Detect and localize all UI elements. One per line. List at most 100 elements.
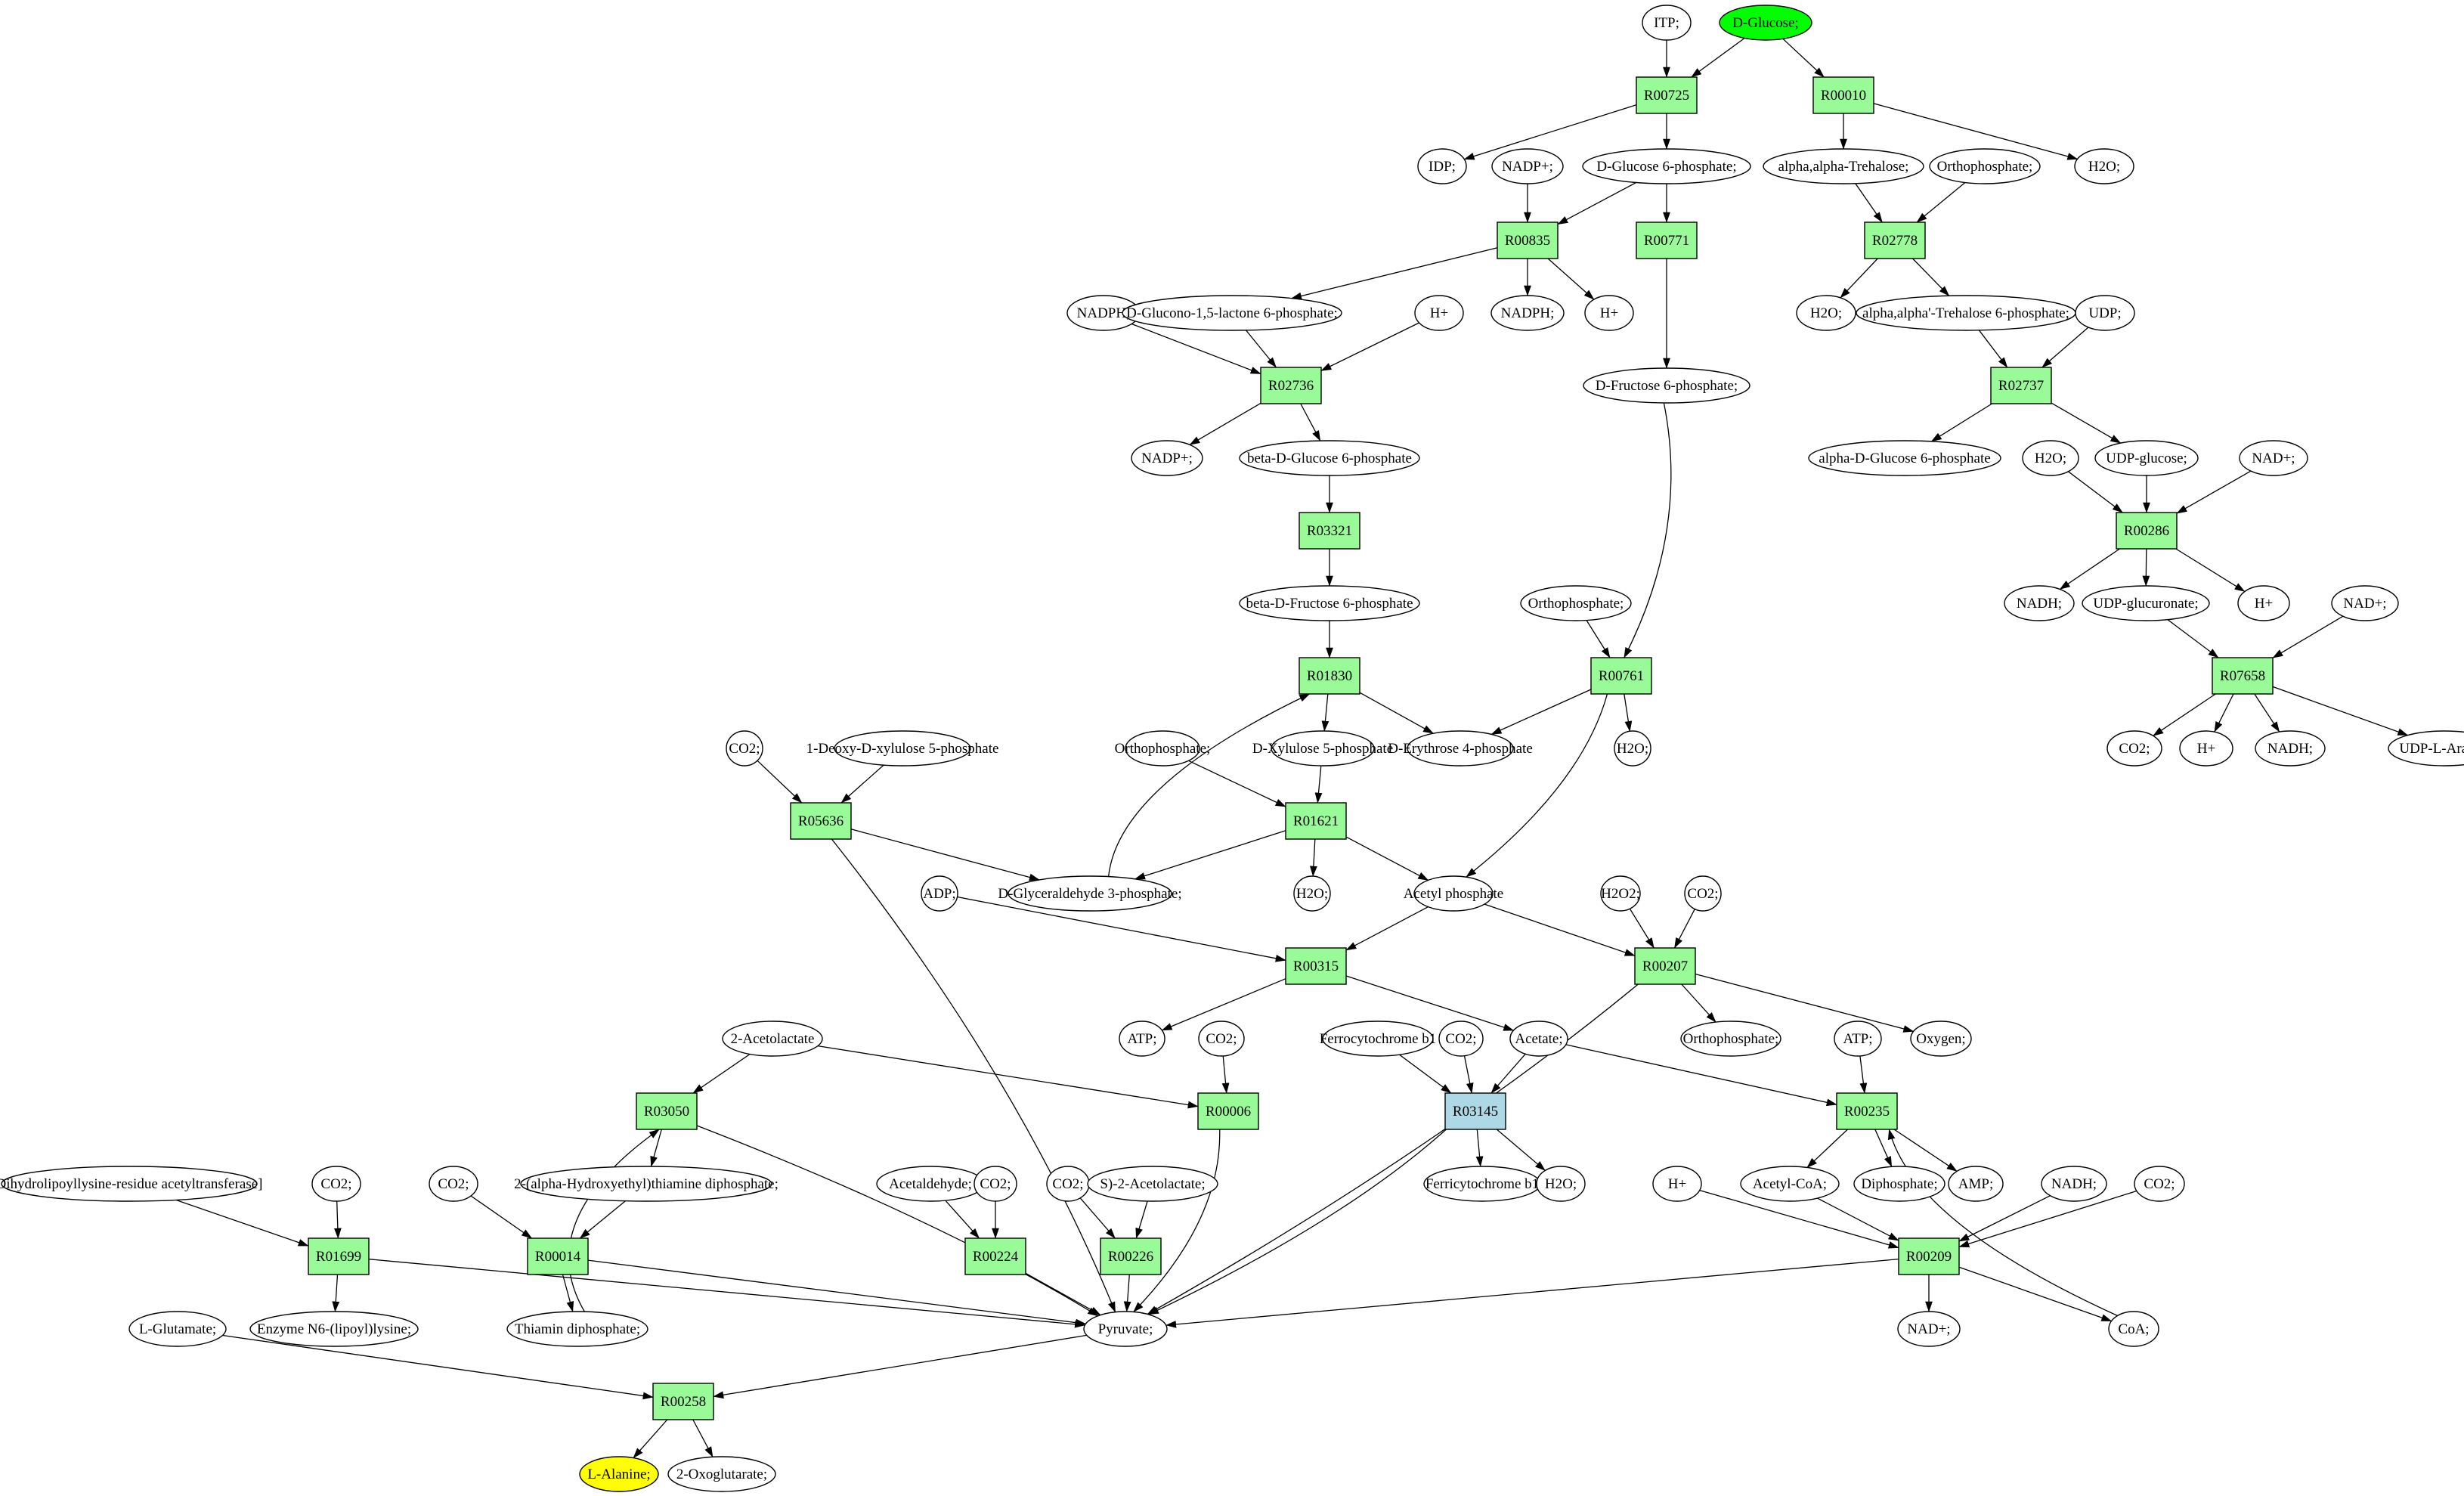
compound-node-c_co2_c[interactable]: CO2; (1684, 875, 1722, 912)
compound-node-c_ag6p[interactable]: alpha-D-Glucose 6-phosphate (1808, 440, 2001, 476)
compound-node-c_co2_a[interactable]: CO2; (726, 730, 763, 767)
reaction-node-R00235[interactable]: R00235 (1836, 1092, 1898, 1130)
compound-node-c_x5p[interactable]: D-Xylulose 5-phosphate (1252, 730, 1393, 767)
compound-node-c_nad2[interactable]: NAD+; (2331, 585, 2399, 621)
reaction-node-R03050[interactable]: R03050 (636, 1092, 698, 1130)
compound-node-c_itp[interactable]: ITP; (1642, 5, 1692, 41)
reaction-node-R01699[interactable]: R01699 (308, 1237, 370, 1275)
compound-node-c_sacetolactate[interactable]: S)-2-Acetolactate; (1087, 1166, 1218, 1202)
compound-node-c_pyruvate[interactable]: Pyruvate; (1083, 1311, 1168, 1347)
reaction-node-R02778[interactable]: R02778 (1864, 221, 1926, 259)
compound-node-c_h2o_5[interactable]: H2O; (1293, 875, 1331, 912)
compound-node-c_nadh3[interactable]: NADH; (2041, 1166, 2107, 1202)
compound-node-c_gap[interactable]: D-Glyceraldehyde 3-phosphate; (998, 875, 1182, 912)
compound-node-c_atp1[interactable]: ATP; (1119, 1021, 1165, 1057)
compound-node-c_coa[interactable]: CoA; (2108, 1311, 2159, 1347)
compound-node-c_co2_g[interactable]: CO2; (429, 1166, 478, 1202)
compound-node-c_nadph1[interactable]: NADPH; (1066, 295, 1141, 331)
compound-node-c_udpglcA[interactable]: UDP-glucuronate; (2082, 585, 2210, 621)
compound-node-c_udpglc[interactable]: UDP-glucose; (2094, 440, 2199, 476)
compound-node-c_bg6p[interactable]: beta-D-Glucose 6-phosphate (1239, 440, 1420, 476)
reaction-node-R00014[interactable]: R00014 (527, 1237, 589, 1275)
compound-node-c_pi3[interactable]: Orthophosphate; (1115, 730, 1211, 767)
reaction-node-R02736[interactable]: R02736 (1260, 367, 1322, 404)
reaction-node-R01621[interactable]: R01621 (1285, 802, 1347, 840)
compound-node-c_pi2[interactable]: Orthophosphate; (1520, 585, 1632, 621)
compound-node-c_co2_d[interactable]: CO2; (1198, 1021, 1245, 1057)
compound-node-c_pi1[interactable]: Orthophosphate; (1929, 148, 2041, 184)
compound-node-c_acetate[interactable]: Acetate; (1509, 1021, 1568, 1057)
compound-node-c_nad1[interactable]: NAD+; (2239, 440, 2308, 476)
compound-node-c_acp[interactable]: Acetyl phosphate (1404, 875, 1503, 912)
compound-node-c_co2_e[interactable]: CO2; (1438, 1021, 1484, 1057)
reaction-node-R00006[interactable]: R00006 (1197, 1092, 1259, 1130)
compound-node-c_glucose[interactable]: D-Glucose; (1719, 5, 1812, 41)
reaction-node-R00224[interactable]: R00224 (964, 1237, 1026, 1275)
compound-node-c_ppi[interactable]: Diphosphate; (1853, 1166, 1946, 1202)
compound-node-c_h2o_4[interactable]: H2O; (1614, 730, 1651, 767)
compound-node-c_h2[interactable]: H+ (1584, 295, 1634, 331)
reaction-node-R03321[interactable]: R03321 (1299, 512, 1360, 550)
compound-node-c_nadp2[interactable]: NADP+; (1131, 440, 1203, 476)
compound-node-c_nadp1[interactable]: NADP+; (1491, 148, 1564, 184)
reaction-node-R05636[interactable]: R05636 (790, 802, 852, 840)
compound-node-c_f6p[interactable]: D-Fructose 6-phosphate; (1583, 367, 1750, 404)
compound-node-c_idp[interactable]: IDP; (1417, 148, 1467, 184)
compound-node-c_h1[interactable]: H+ (1414, 295, 1464, 331)
compound-node-c_h2o_3[interactable]: H2O; (2022, 440, 2079, 476)
compound-node-c_bf6p[interactable]: beta-D-Fructose 6-phosphate (1239, 585, 1420, 621)
compound-node-c_tpp[interactable]: Thiamin diphosphate; (506, 1311, 649, 1347)
reaction-node-R00725[interactable]: R00725 (1636, 76, 1698, 114)
compound-node-c_co2_j[interactable]: CO2; (2134, 1166, 2185, 1202)
reaction-node-R03145[interactable]: R03145 (1444, 1092, 1506, 1130)
compound-node-c_ferricyt[interactable]: Ferricytochrome b1 (1423, 1166, 1541, 1202)
compound-node-c_accoa[interactable]: Acetyl-CoA; (1740, 1166, 1840, 1202)
compound-node-c_lipoyl[interactable]: Enzyme N6-(lipoyl)lysine; (249, 1311, 419, 1347)
compound-node-c_h2o_2[interactable]: H2O; (1796, 295, 1856, 331)
reaction-node-R00209[interactable]: R00209 (1898, 1237, 1960, 1275)
compound-node-c_nad3[interactable]: NAD+; (1897, 1311, 1961, 1347)
compound-node-c_h2o_top[interactable]: H2O; (2074, 148, 2134, 184)
compound-node-c_hetpp[interactable]: 2-(alpha-Hydroxyethyl)thiamine diphospha… (514, 1166, 779, 1202)
compound-node-c_nadh1[interactable]: NADH; (2004, 585, 2075, 621)
reaction-node-R07658[interactable]: R07658 (2212, 657, 2274, 695)
compound-node-c_nadph2[interactable]: NADPH; (1490, 295, 1565, 331)
compound-node-c_h5[interactable]: H+ (1652, 1166, 1702, 1202)
compound-node-c_glutamate[interactable]: L-Glutamate; (128, 1311, 227, 1347)
reaction-node-R02737[interactable]: R02737 (1990, 367, 2052, 404)
compound-node-c_e4p[interactable]: D-Erythrose 4-phosphate (1388, 730, 1533, 767)
compound-node-c_atp2[interactable]: ATP; (1834, 1021, 1882, 1057)
compound-node-c_acetald[interactable]: Acetaldehyde; (876, 1166, 985, 1202)
compound-node-c_co2_h[interactable]: CO2; (974, 1166, 1017, 1202)
compound-node-c_udp[interactable]: UDP; (2075, 295, 2135, 331)
reaction-node-R00010[interactable]: R00010 (1812, 76, 1874, 114)
compound-node-c_co2_i[interactable]: CO2; (1046, 1166, 1090, 1202)
reaction-node-R00835[interactable]: R00835 (1497, 221, 1559, 259)
compound-node-c_h4[interactable]: H+ (2179, 730, 2233, 767)
compound-node-c_pi4[interactable]: Orthophosphate; (1680, 1021, 1781, 1057)
compound-node-c_h2o_6[interactable]: H2O; (1536, 1166, 1586, 1202)
compound-node-c_ferrocyt[interactable]: Ferrocytochrome b1 (1320, 1021, 1437, 1057)
reaction-node-R00258[interactable]: R00258 (652, 1383, 714, 1420)
reaction-node-R00315[interactable]: R00315 (1285, 947, 1347, 985)
compound-node-c_acetolactate[interactable]: 2-Acetolactate (722, 1021, 823, 1057)
compound-node-c_g6p[interactable]: D-Glucose 6-phosphate; (1582, 148, 1751, 184)
reaction-node-R00207[interactable]: R00207 (1634, 947, 1696, 985)
compound-node-c_amp[interactable]: AMP; (1948, 1166, 2004, 1202)
reaction-node-R00771[interactable]: R00771 (1636, 221, 1698, 259)
compound-node-c_oxygen[interactable]: Oxygen; (1910, 1021, 1972, 1057)
compound-node-c_trehalose[interactable]: alpha,alpha-Trehalose; (1763, 148, 1924, 184)
reaction-node-R00286[interactable]: R00286 (2116, 512, 2178, 550)
compound-node-c_nadh2[interactable]: NADH; (2255, 730, 2326, 767)
compound-node-c_dxp[interactable]: 1-Deoxy-D-xylulose 5-phosphate (806, 730, 999, 767)
reaction-node-R00226[interactable]: R00226 (1100, 1237, 1162, 1275)
compound-node-c_udpara[interactable]: UDP-L-Ara4O; (2388, 730, 2464, 767)
compound-node-c_adp[interactable]: ADP; (921, 875, 958, 912)
compound-node-c_co2_b[interactable]: CO2; (2106, 730, 2162, 767)
compound-node-c_dlat[interactable]: Dihydrolipoyllysine-residue acetyltransf… (0, 1166, 262, 1202)
compound-node-c_h2o2[interactable]: H2O2; (1600, 875, 1641, 912)
reaction-node-R00761[interactable]: R00761 (1590, 657, 1652, 695)
compound-node-c_h3[interactable]: H+ (2237, 585, 2290, 621)
reaction-node-R01830[interactable]: R01830 (1299, 657, 1360, 695)
compound-node-c_oxoglutarate[interactable]: 2-Oxoglutarate; (667, 1456, 776, 1492)
